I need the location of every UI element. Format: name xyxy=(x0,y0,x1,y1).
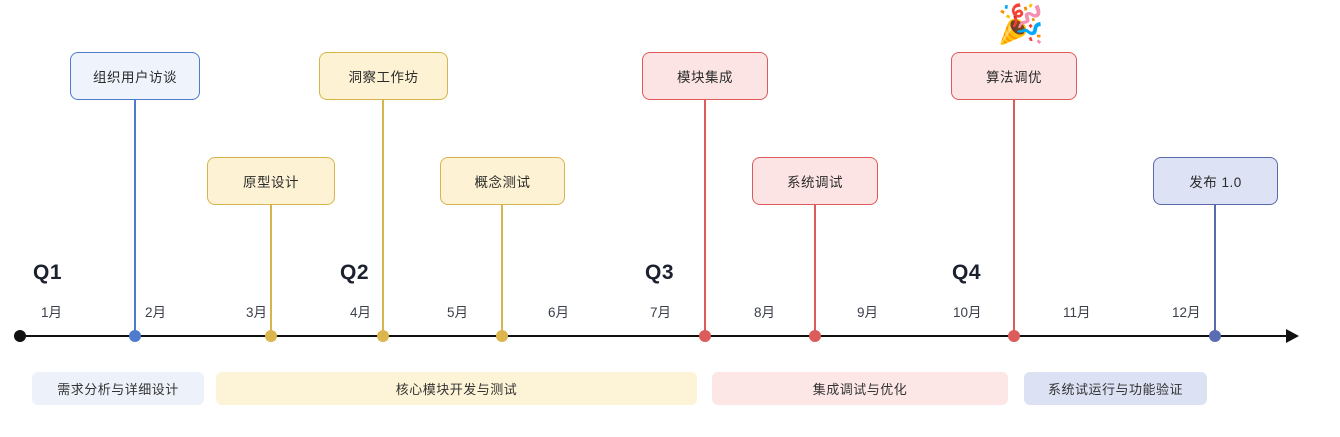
connector-line xyxy=(270,205,272,336)
milestone-card-prototype-design: 原型设计 xyxy=(207,157,335,205)
milestone-dot xyxy=(809,330,821,342)
timeline-start-dot xyxy=(14,330,26,342)
phase-band-core-development: 核心模块开发与测试 xyxy=(216,372,697,405)
milestone-card-user-interviews: 组织用户访谈 xyxy=(70,52,200,100)
quarter-label-q4: Q4 xyxy=(952,261,982,284)
timeline-arrowhead-icon xyxy=(1286,329,1299,343)
quarter-label-q2: Q2 xyxy=(340,261,370,284)
milestone-dot xyxy=(265,330,277,342)
milestone-dot xyxy=(699,330,711,342)
milestone-label: 模块集成 xyxy=(677,70,733,85)
milestone-label: 发布 1.0 xyxy=(1189,175,1242,190)
connector-line xyxy=(382,100,384,336)
milestone-dot xyxy=(129,330,141,342)
month-label: 5月 xyxy=(447,305,469,320)
milestone-card-algorithm-tuning: 算法调优 xyxy=(951,52,1077,100)
timeline-axis xyxy=(20,335,1288,337)
milestone-label: 系统调试 xyxy=(787,175,843,190)
month-label: 9月 xyxy=(857,305,879,320)
milestone-card-release-1-0: 发布 1.0 xyxy=(1153,157,1278,205)
milestone-dot xyxy=(1008,330,1020,342)
connector-line xyxy=(1214,205,1216,336)
quarter-label-q3: Q3 xyxy=(645,261,675,284)
month-label: 10月 xyxy=(953,305,982,320)
milestone-card-module-integration: 模块集成 xyxy=(642,52,768,100)
phase-label: 需求分析与详细设计 xyxy=(57,382,179,397)
month-label: 2月 xyxy=(145,305,167,320)
milestone-dot xyxy=(377,330,389,342)
milestone-card-system-debug: 系统调试 xyxy=(752,157,878,205)
phase-band-integration-optimization: 集成调试与优化 xyxy=(712,372,1008,405)
phase-label: 集成调试与优化 xyxy=(812,382,908,397)
month-label: 6月 xyxy=(548,305,570,320)
milestone-dot xyxy=(496,330,508,342)
connector-line xyxy=(704,100,706,336)
month-label: 1月 xyxy=(41,305,63,320)
milestone-card-insight-workshop: 洞察工作坊 xyxy=(319,52,448,100)
month-label: 7月 xyxy=(650,305,672,320)
connector-line xyxy=(134,100,136,336)
phase-label: 核心模块开发与测试 xyxy=(395,382,518,397)
month-label: 3月 xyxy=(246,305,268,320)
milestone-label: 概念测试 xyxy=(474,175,531,190)
month-label: 11月 xyxy=(1063,305,1091,320)
milestone-dot xyxy=(1209,330,1221,342)
connector-line xyxy=(1013,100,1015,336)
milestone-label: 原型设计 xyxy=(243,175,299,190)
phase-band-trial-run-verification: 系统试运行与功能验证 xyxy=(1024,372,1207,405)
phase-band-requirements: 需求分析与详细设计 xyxy=(32,372,204,405)
milestone-label: 算法调优 xyxy=(986,70,1042,85)
milestone-card-concept-test: 概念测试 xyxy=(440,157,565,205)
connector-line xyxy=(501,205,503,336)
milestone-label: 组织用户访谈 xyxy=(93,70,177,85)
quarter-label-q1: Q1 xyxy=(33,261,63,284)
party-popper-icon: 🎉 xyxy=(997,4,1045,46)
phase-label: 系统试运行与功能验证 xyxy=(1047,382,1183,397)
connector-line xyxy=(814,205,816,336)
month-label: 8月 xyxy=(754,305,776,320)
milestone-label: 洞察工作坊 xyxy=(348,70,419,85)
month-label: 4月 xyxy=(350,305,372,320)
month-label: 12月 xyxy=(1172,305,1201,320)
